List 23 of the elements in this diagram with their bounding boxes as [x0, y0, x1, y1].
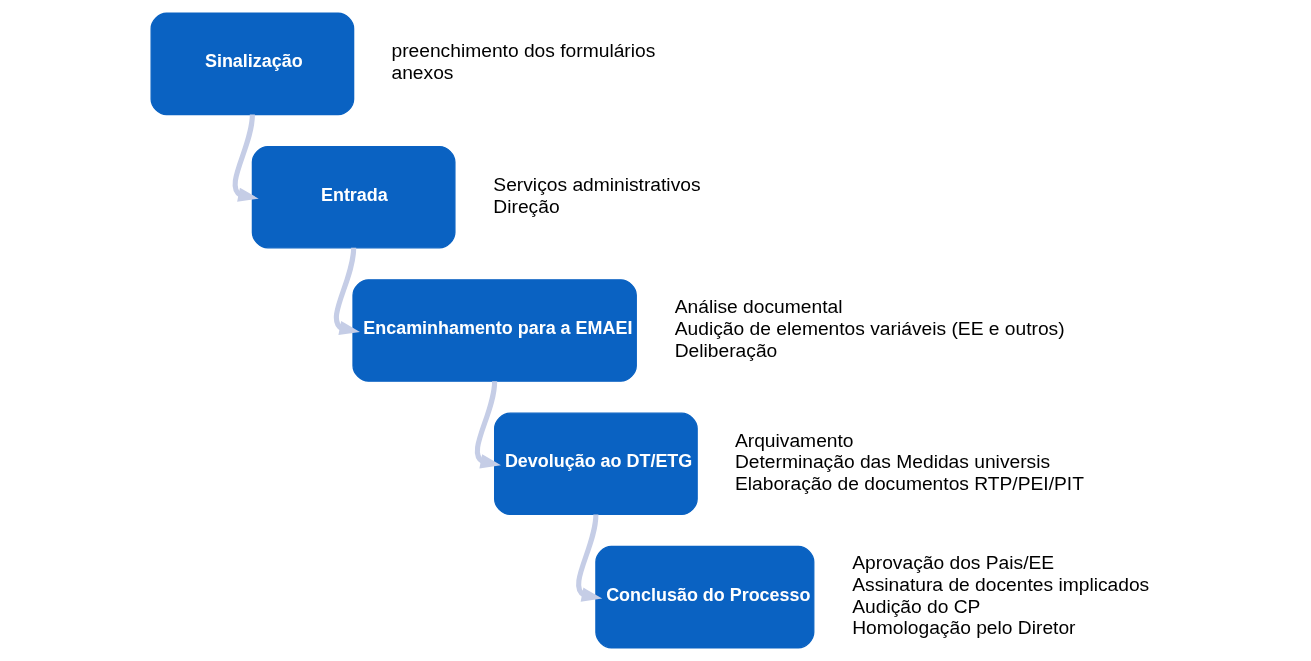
node-label: preenchimento dos formulários: [391, 40, 656, 62]
node-label: Direção: [493, 195, 560, 217]
node-box: Encaminhamento para a EMAEI: [352, 279, 637, 382]
node-box: Devolução ao DT/ETG: [494, 412, 698, 516]
node-label: Assinatura de docentes implicados: [852, 573, 1150, 595]
node-label: Aprovação dos Pais/EE: [852, 551, 1055, 573]
node-label: Arquivamento: [734, 429, 854, 451]
node-label: Audição de elementos variáveis (EE e outros): [674, 317, 1065, 339]
node-box: Entrada: [251, 145, 456, 249]
arrow: [474, 380, 501, 469]
node-label: Serviços administrativos: [493, 173, 701, 195]
node-label: Análise documental: [674, 296, 843, 318]
node-label: Deliberação: [674, 339, 778, 361]
node-label: anexos: [391, 62, 454, 84]
node-label: Homologação pelo Diretor: [852, 617, 1076, 639]
arrow: [333, 247, 360, 336]
arrow: [232, 114, 259, 202]
node-box: Sinalização: [150, 12, 355, 116]
arrow: [576, 514, 603, 602]
node-label: Audição do CP: [852, 595, 981, 617]
node-label: Determinação das Medidas universis: [734, 451, 1051, 473]
node-box: Conclusão do Processo: [595, 545, 815, 649]
node-label: Elaboração de documentos RTP/PEI/PIT: [734, 473, 1084, 495]
